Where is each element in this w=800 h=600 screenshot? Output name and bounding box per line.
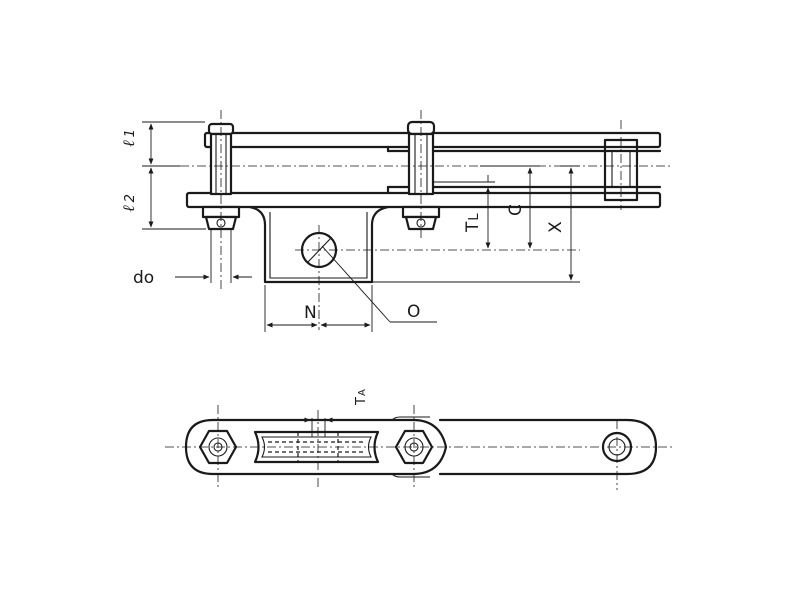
plan-outer-link: [184, 418, 448, 476]
dimension-n: N: [266, 303, 371, 328]
label-c: C: [506, 204, 526, 216]
dimension-do: do: [133, 268, 252, 288]
label-tl: TL: [463, 213, 483, 233]
center-lines: [180, 110, 670, 330]
label-l2: ℓ2: [119, 194, 138, 212]
label-o: O: [407, 302, 420, 322]
plan-view: TA: [165, 389, 672, 490]
dimension-tl: TL: [463, 175, 491, 249]
dimension-l1: ℓ1: [119, 123, 154, 165]
side-view: ℓ1 ℓ2 do TL C: [119, 110, 670, 332]
dimension-extensions: [142, 121, 580, 332]
plan-inner-link: [438, 418, 658, 476]
label-l1: ℓ1: [119, 129, 138, 147]
label-do: do: [133, 268, 154, 288]
plan-center-lines: [165, 405, 672, 490]
label-x: X: [546, 221, 566, 233]
label-n: N: [304, 303, 317, 323]
dimension-x: X: [546, 167, 574, 281]
dimension-c: C: [506, 167, 533, 249]
label-ta: TA: [354, 389, 369, 406]
plan-attachment-slot: [253, 430, 380, 464]
lower-outer-plate: [185, 191, 662, 209]
dimension-l2: ℓ2: [119, 167, 154, 228]
dimension-ta: TA: [290, 389, 369, 437]
leader-o: O: [321, 245, 437, 323]
